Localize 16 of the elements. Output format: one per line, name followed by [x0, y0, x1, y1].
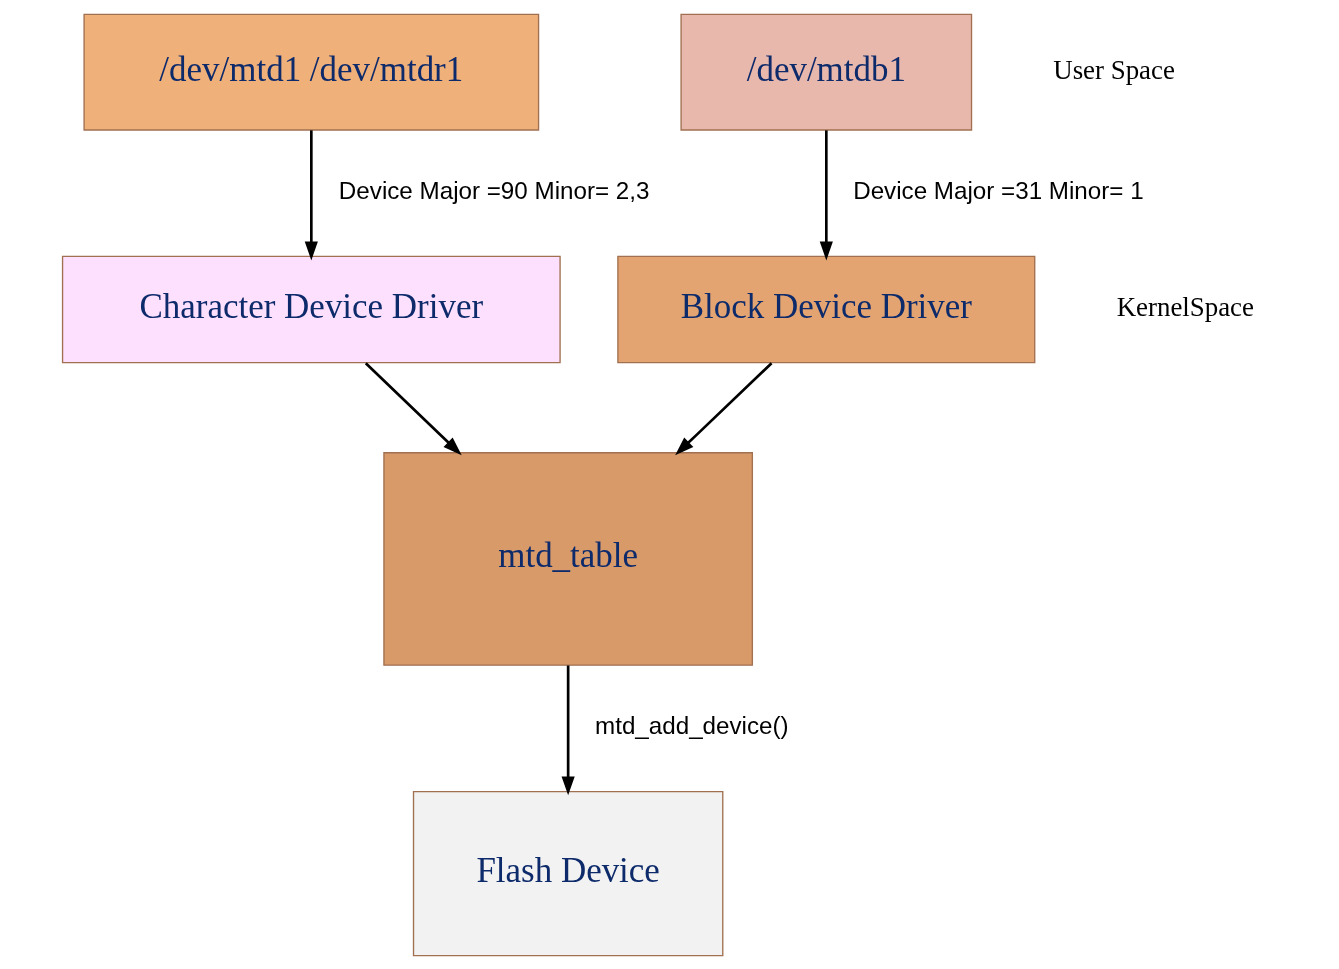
edge-label: mtd_add_device() — [594, 711, 789, 739]
node-box: Flash Device — [412, 790, 723, 956]
node-box: /dev/mtd1 /dev/mtdr1 — [82, 13, 539, 131]
arrow — [561, 665, 575, 795]
label: User Space — [1052, 54, 1175, 85]
node-box: Block Device Driver — [616, 255, 1035, 363]
arrow — [304, 129, 318, 260]
edge-label: Device Major =90 Minor= 2,3 — [338, 176, 649, 204]
node-box: mtd_table — [382, 451, 753, 666]
node-box: /dev/mtdb1 — [679, 13, 972, 131]
arrow — [364, 361, 462, 455]
label: KernelSpace — [1116, 291, 1254, 322]
arrow — [819, 129, 833, 260]
edge-label: Device Major =31 Minor= 1 — [852, 176, 1144, 204]
node-box: Character Device Driver — [61, 255, 561, 363]
arrow — [674, 361, 772, 455]
